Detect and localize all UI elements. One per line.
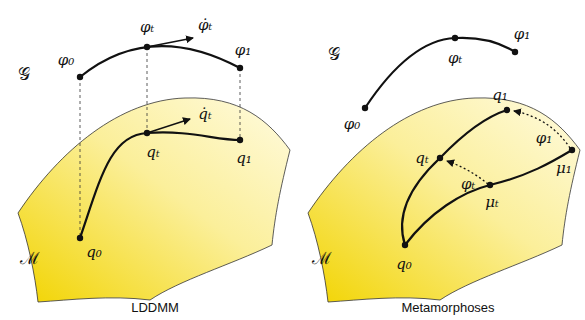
panel-caption: Metamorphoses	[401, 301, 494, 315]
point-label: φ₀	[58, 52, 75, 69]
velocity-label: φ̇ₜ	[198, 17, 212, 34]
point-label: φ₀	[344, 116, 361, 133]
point-label: qₜ	[146, 144, 159, 161]
space-label: 𝒢	[18, 65, 30, 84]
point-label: φ₁	[514, 26, 531, 43]
point-label: q₁	[236, 150, 252, 167]
space-label: ℳ	[20, 249, 40, 268]
point-label: q₀	[86, 244, 102, 261]
point-label: φₜ	[140, 19, 154, 36]
space-label: 𝒢	[328, 45, 340, 64]
panel-caption: LDDMM	[131, 301, 179, 315]
space-label: ℳ	[312, 249, 332, 268]
point-label: μ₁	[556, 160, 572, 177]
point-label: q₀	[396, 256, 412, 273]
velocity-label: q̇ₜ	[198, 106, 211, 123]
point-label: q₁	[492, 87, 508, 104]
point-label: φₜ	[448, 50, 462, 67]
map-label: φₜ	[461, 176, 475, 193]
point-label: qₜ	[415, 150, 428, 167]
map-label: φ₁	[536, 130, 553, 147]
point-label: φ₁	[235, 42, 252, 59]
point-label: μₜ	[485, 194, 498, 211]
